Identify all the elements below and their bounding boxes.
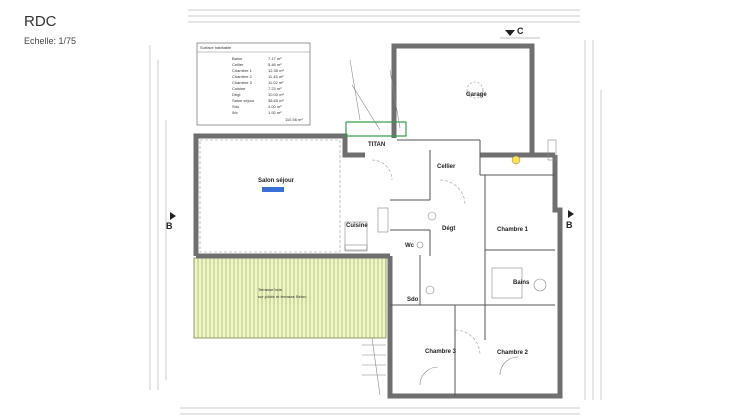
surface-row-name: Cuisine <box>232 86 246 91</box>
surface-row-name: Salon séjour <box>232 98 255 103</box>
surface-row-value: 10.00 m² <box>268 92 284 97</box>
surface-total: 110.56 m² <box>285 117 303 122</box>
room-salon: Salon séjour <box>258 178 295 184</box>
room-chambre2: Chambre 2 <box>497 350 529 356</box>
room-cuisine: Cuisine <box>346 223 368 229</box>
surface-row-value: 38.65 m² <box>268 98 284 103</box>
surface-row-name: Chambre 1 <box>232 68 253 73</box>
surface-row-value: 5.46 m² <box>268 62 282 67</box>
room-titan: TITAN <box>368 142 385 148</box>
terrace-label-1: Terrasse bois <box>258 287 282 292</box>
surface-row-value: 12.35 m² <box>268 68 284 73</box>
section-marks: B B C <box>166 26 574 231</box>
scale-label: Echelle: 1/75 <box>24 36 77 46</box>
terrace-label-2: sur pilotis et terrasse Béton <box>258 294 306 299</box>
surface-row-value: 4.00 m² <box>268 104 282 109</box>
dimension-lines <box>149 9 602 415</box>
room-degt: Dégt <box>442 226 455 232</box>
room-chambre1: Chambre 1 <box>497 227 529 233</box>
room-wc: Wc <box>405 243 415 249</box>
surface-row-name: Cellier <box>232 62 244 67</box>
walls <box>193 43 563 399</box>
terrace <box>193 257 387 339</box>
surface-table-header: Surface habitable <box>200 45 232 50</box>
room-bains: Bains <box>513 280 530 286</box>
surface-row-name: Wc <box>232 110 238 115</box>
surface-row-name: Chambre 2 <box>232 74 253 79</box>
surface-row-value: 7.17 m² <box>268 56 282 61</box>
surface-row-value: 11.02 m² <box>268 80 284 85</box>
page-title: RDC <box>24 13 57 30</box>
room-cellier: Cellier <box>437 164 456 170</box>
surface-table: Surface habitable Bains 7.17 m² Cellier … <box>196 42 311 126</box>
section-b-right: B <box>566 220 573 230</box>
surface-row-value: 1.92 m² <box>268 110 282 115</box>
surface-row-name: Sdo <box>232 104 240 109</box>
room-labels: Salon séjour Garage Cellier Cuisine Wc D… <box>258 92 530 356</box>
room-sdo: Sdo <box>407 297 419 303</box>
surface-row-name: Dégt <box>232 92 241 97</box>
surface-row-value: 7.23 m² <box>268 86 282 91</box>
room-chambre3: Chambre 3 <box>425 349 457 355</box>
room-garage: Garage <box>466 92 487 98</box>
surface-row-value: 11.45 m² <box>268 74 284 79</box>
surface-row-name: Chambre 3 <box>232 80 253 85</box>
section-c-top: C <box>517 26 524 36</box>
section-b-left: B <box>166 221 173 231</box>
surface-row-name: Bains <box>232 56 242 61</box>
